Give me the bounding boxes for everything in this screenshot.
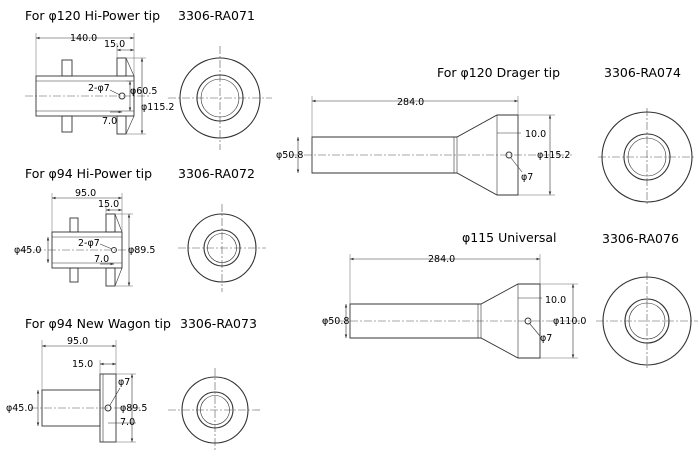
dim-outer-dia: φ115.2	[537, 150, 570, 161]
side-view	[30, 373, 140, 443]
end-view	[168, 368, 262, 452]
dim-offset: 7.0	[120, 417, 135, 428]
part-ra074: For φ120 Drager tip 3306-RA074 284.0 10.…	[276, 65, 696, 206]
part-ra073: For φ94 New Wagon tip 3306-RA073 95.0 15…	[6, 316, 262, 452]
dim-length: 95.0	[67, 336, 88, 347]
flange-bottom	[116, 115, 127, 135]
dim-outer-dia: φ115.2	[141, 102, 174, 113]
dim-hole: φ7	[521, 172, 533, 183]
part-code: 3306-RA076	[602, 231, 679, 246]
part-code: 3306-RA073	[180, 316, 257, 331]
dim-hole: φ7	[118, 377, 130, 388]
dim-offset: 7.0	[102, 116, 117, 127]
flange-bevel	[125, 57, 135, 77]
dim-length: 140.0	[70, 33, 97, 44]
dimensions: 140.0 15.0 2-φ7 φ60.5 φ115.2 7.0	[35, 33, 174, 135]
dim-offset: 7.0	[94, 254, 109, 265]
part-title: For φ94 Hi-Power tip	[25, 166, 152, 181]
dim-flange: 15.0	[104, 39, 125, 50]
dim-outer-dia: φ89.5	[128, 245, 155, 256]
dim-holes: 2-φ7	[88, 83, 110, 94]
end-view	[596, 272, 698, 370]
part-code: 3306-RA074	[604, 65, 681, 80]
dim-inner-dia: φ60.5	[130, 86, 157, 97]
dim-outer-dia: φ89.5	[120, 403, 147, 414]
dim-body-dia: φ45.0	[14, 245, 41, 256]
part-ra076: φ115 Universal 3306-RA076 284.0 10.0 φ50…	[322, 230, 698, 370]
end-view	[168, 46, 272, 150]
part-ra071: For φ120 Hi-Power tip 3306-RA071 140.0 1…	[25, 8, 272, 150]
side-view	[25, 57, 150, 135]
part-code: 3306-RA072	[178, 166, 255, 181]
part-ra072: For φ94 Hi-Power tip 3306-RA072 95.0 15.…	[14, 166, 266, 292]
dimensions: 284.0 10.0 φ50.8 φ115.2 φ7	[276, 96, 570, 196]
dim-hole: φ7	[540, 333, 552, 344]
body-outline	[35, 75, 135, 117]
part-title: For φ120 Hi-Power tip	[25, 8, 160, 23]
part-code: 3306-RA071	[178, 8, 255, 23]
dimensions: 284.0 10.0 φ50.8 φ110.0 φ7	[322, 254, 586, 359]
dim-flange: 15.0	[98, 199, 119, 210]
dim-length: 284.0	[428, 254, 455, 265]
side-view	[322, 283, 580, 359]
flange-top	[116, 57, 127, 77]
dim-length: 284.0	[397, 97, 424, 108]
dim-collar: 10.0	[525, 129, 546, 140]
flange-bevel	[125, 115, 135, 135]
end-view	[178, 204, 266, 292]
dim-body-dia: φ50.8	[276, 150, 303, 161]
side-view	[20, 213, 135, 287]
fin-bottom	[61, 115, 73, 133]
dim-holes: 2-φ7	[78, 238, 100, 249]
dim-collar: 10.0	[545, 295, 566, 306]
dim-flange: 15.0	[72, 359, 93, 370]
dimensions: 95.0 15.0 φ7 φ45.0 φ89.5 7.0	[6, 336, 147, 443]
dim-outer-dia: φ110.0	[553, 316, 586, 327]
end-view	[598, 108, 696, 206]
part-title: For φ120 Drager tip	[437, 65, 560, 80]
dim-body-dia: φ50.8	[322, 316, 349, 327]
dimensions: 95.0 15.0 2-φ7 φ45.0 φ89.5 7.0	[14, 188, 155, 287]
fin-top	[61, 59, 73, 77]
dim-body-dia: φ45.0	[6, 403, 33, 414]
side-view	[290, 114, 572, 196]
hole-mark	[118, 92, 126, 100]
dim-length: 95.0	[75, 188, 96, 199]
part-title: φ115 Universal	[462, 230, 557, 245]
part-title: For φ94 New Wagon tip	[25, 316, 171, 331]
